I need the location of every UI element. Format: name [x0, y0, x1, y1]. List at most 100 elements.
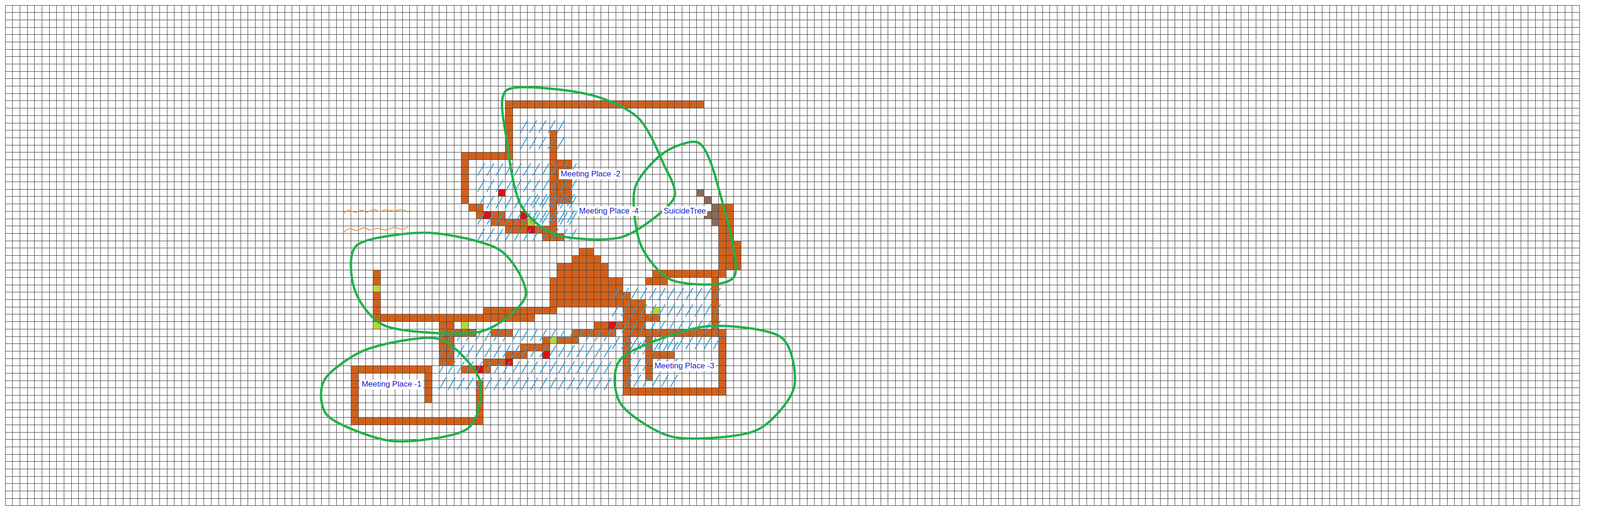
wall-tile: [350, 365, 432, 374]
hatch-stroke: [477, 228, 485, 241]
hatch-stroke: [569, 196, 577, 209]
grid-line: [5, 438, 1580, 440]
hatch-stroke: [496, 179, 504, 192]
hatch-stroke: [621, 336, 629, 349]
hatch-stroke: [512, 328, 520, 341]
hatch-stroke: [651, 341, 659, 355]
hatch-stroke: [520, 120, 528, 133]
grid-line: [5, 100, 1580, 101]
hatch-stroke: [621, 320, 629, 333]
hatch-stroke: [447, 377, 455, 390]
grid-line: [5, 328, 1580, 330]
hatch-stroke: [514, 163, 522, 176]
hatch-stroke: [612, 303, 620, 317]
hatch-stroke: [576, 344, 584, 357]
hatch-stroke: [630, 320, 638, 333]
hatch-stroke: [633, 358, 641, 371]
hatch-stroke: [549, 344, 557, 357]
hatch-stroke: [503, 344, 511, 357]
grid-line: [5, 34, 1580, 35]
hatch-stroke: [438, 361, 446, 374]
region-outline: [614, 325, 795, 439]
hatch-stroke: [567, 193, 575, 206]
regions: [321, 87, 796, 442]
hatch-stroke: [649, 287, 657, 301]
hatch-stroke: [624, 374, 632, 387]
grid-line: [5, 498, 1580, 499]
grid-line: [5, 41, 1580, 43]
wall-tile: [718, 328, 727, 395]
hatch-stroke: [505, 179, 513, 192]
hatch-stroke: [694, 303, 702, 317]
grid-line: [5, 159, 1580, 160]
hatch-stroke: [493, 361, 501, 374]
hatch-stroke: [514, 228, 522, 241]
hatch-stroke: [585, 361, 593, 374]
hatch-stroke: [523, 196, 531, 209]
grid-line: [5, 490, 1580, 491]
hatch-stroke: [549, 210, 557, 223]
hatch-stroke: [496, 163, 504, 176]
grid-line: [5, 203, 1580, 204]
grid-line: [5, 166, 1580, 168]
hatch-stroke: [676, 287, 684, 301]
hatch-stroke: [595, 377, 603, 390]
hatch-stroke: [486, 179, 494, 192]
grid-line: [5, 247, 1580, 249]
hatch-stroke: [539, 344, 547, 357]
grid-line: [5, 468, 1580, 469]
grid-line: [5, 144, 1580, 146]
hatch-stroke: [576, 377, 584, 390]
hatch-stroke: [595, 328, 603, 341]
hatch-stroke: [612, 287, 620, 301]
hatch-stroke: [557, 136, 565, 150]
hatch-stroke: [549, 328, 557, 341]
grid-line: [5, 27, 1580, 28]
grid-line: [5, 453, 1580, 455]
hatch-stroke: [532, 228, 540, 241]
tree-tile: [704, 196, 712, 204]
hatch-stroke: [667, 303, 675, 317]
hatch-stroke: [514, 212, 522, 225]
hatch-stroke: [530, 344, 538, 357]
hatch-stroke: [560, 212, 568, 225]
hatch-stroke: [558, 361, 566, 374]
grid-line: [5, 240, 1580, 242]
grid-line: [5, 291, 1580, 293]
wall-tile: [461, 152, 469, 204]
hatch-stroke: [585, 328, 593, 341]
hatch-stroke: [539, 328, 547, 341]
hatch-stroke: [567, 344, 575, 357]
hatch-stroke: [667, 287, 675, 301]
red-tile: [542, 350, 550, 359]
hatch-stroke: [532, 163, 540, 176]
place-label-box: Meeting Place -2: [558, 169, 622, 179]
hatch-stroke: [539, 193, 547, 206]
hatch-stroke: [661, 341, 669, 355]
region-outline: [350, 232, 526, 334]
hatch-stroke: [558, 344, 566, 357]
hatch-stroke: [475, 344, 483, 357]
hatch-stroke: [523, 163, 531, 176]
place-label: Meeting Place -1: [360, 379, 423, 389]
wall-tile: [645, 277, 668, 286]
hatch-stroke: [558, 210, 566, 223]
hatch-stroke: [624, 358, 632, 371]
scribble: [342, 209, 408, 233]
hatch-stroke: [576, 328, 584, 341]
grid-line: [5, 19, 1580, 21]
red-tiles: [475, 188, 616, 373]
hatch-stroke: [493, 344, 501, 357]
hatch-stroke: [649, 303, 657, 317]
hatch-stroke: [595, 361, 603, 374]
hatch-stroke: [550, 163, 559, 176]
hatch-stroke: [557, 120, 565, 133]
grid-line: [5, 424, 1580, 425]
hatch-stroke: [484, 344, 492, 357]
hatch-stroke: [512, 344, 520, 357]
grid-line: [5, 321, 1580, 322]
hatch-stroke: [466, 344, 474, 357]
hatch-stroke: [493, 328, 501, 341]
hatch-stroke: [548, 136, 556, 150]
hatch-stroke: [496, 196, 504, 209]
